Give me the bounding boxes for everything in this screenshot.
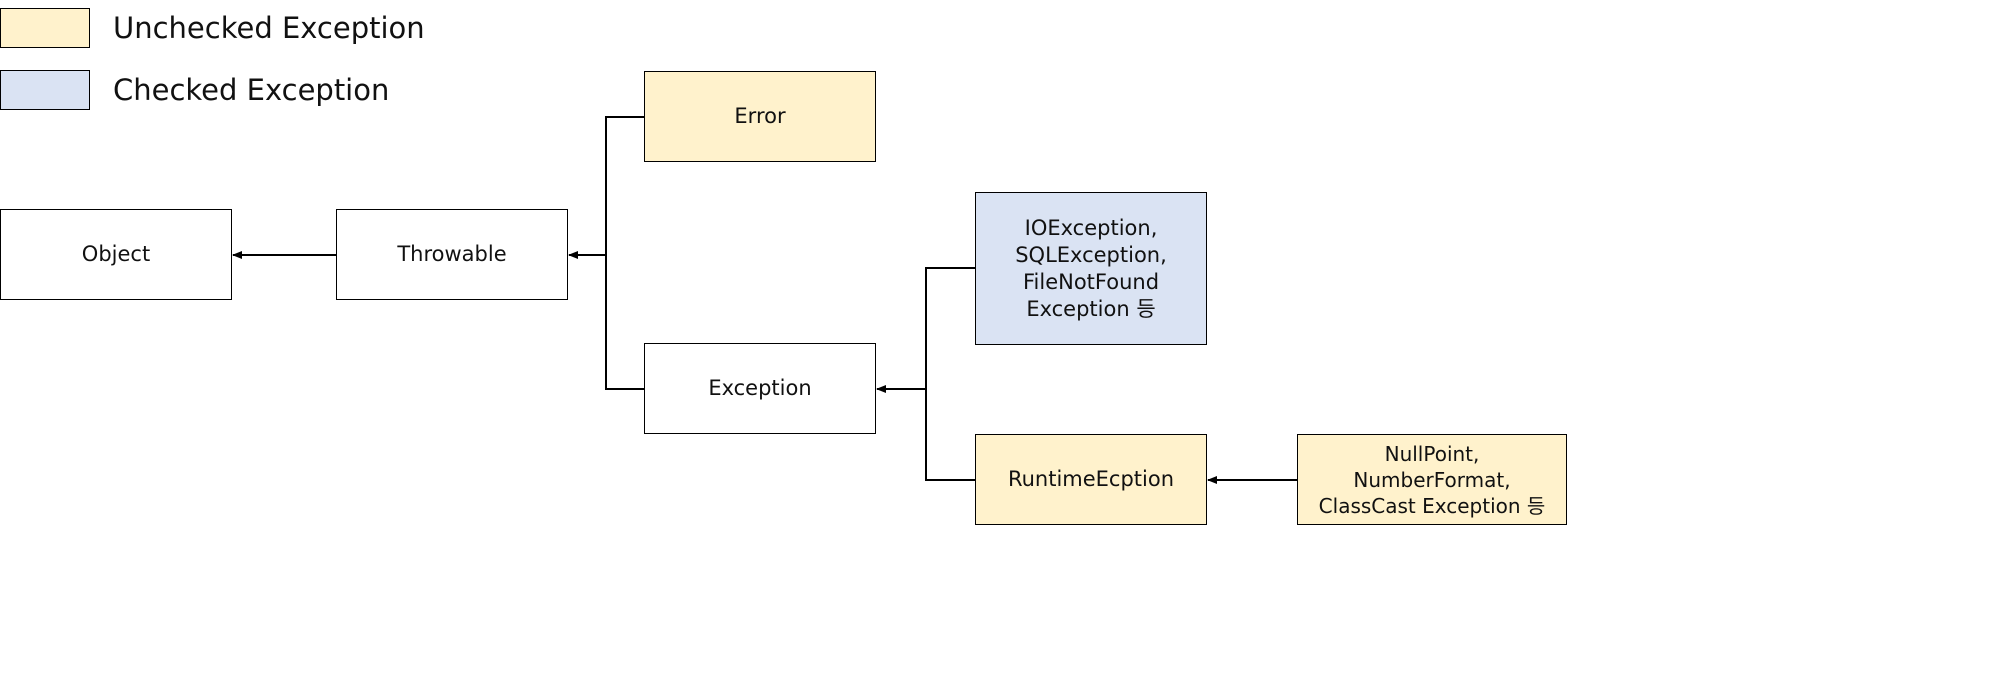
node-object-label: Object <box>81 242 151 266</box>
runtime-example-line: NullPoint, <box>1384 441 1480 466</box>
node-object: Object <box>0 209 232 300</box>
runtime-example-line: NumberFormat, <box>1353 467 1511 492</box>
legend-unchecked-swatch <box>0 8 90 48</box>
checked-example-line: Exception 등 <box>1026 296 1156 321</box>
node-exception: Exception <box>644 343 876 434</box>
checked-example-line: SQLException, <box>1015 242 1167 267</box>
checked-example-line: IOException, <box>1024 215 1158 240</box>
hierarchy-connectors <box>232 116 1298 484</box>
node-error: Error <box>644 71 876 162</box>
legend-checked-swatch <box>0 70 90 110</box>
legend-unchecked-label: Unchecked Exception <box>113 11 425 45</box>
node-error-label: Error <box>734 104 786 128</box>
node-throwable-label: Throwable <box>397 242 507 266</box>
checked-example-line: FileNotFound <box>1022 269 1160 294</box>
connector-exception-branch <box>925 267 976 481</box>
node-exception-label: Exception <box>708 376 812 400</box>
node-runtime-examples: NullPoint, NumberFormat, ClassCast Excep… <box>1297 434 1567 525</box>
runtime-example-line: ClassCast Exception 등 <box>1318 493 1546 518</box>
node-runtime-label: RuntimeEcption <box>1007 467 1175 491</box>
connector-error-branch <box>605 116 645 390</box>
legend-checked-label: Checked Exception <box>113 73 390 107</box>
node-throwable: Throwable <box>336 209 568 300</box>
node-runtime-exception: RuntimeEcption <box>975 434 1207 525</box>
node-checked-exceptions: IOException, SQLException, FileNotFound … <box>975 192 1207 345</box>
